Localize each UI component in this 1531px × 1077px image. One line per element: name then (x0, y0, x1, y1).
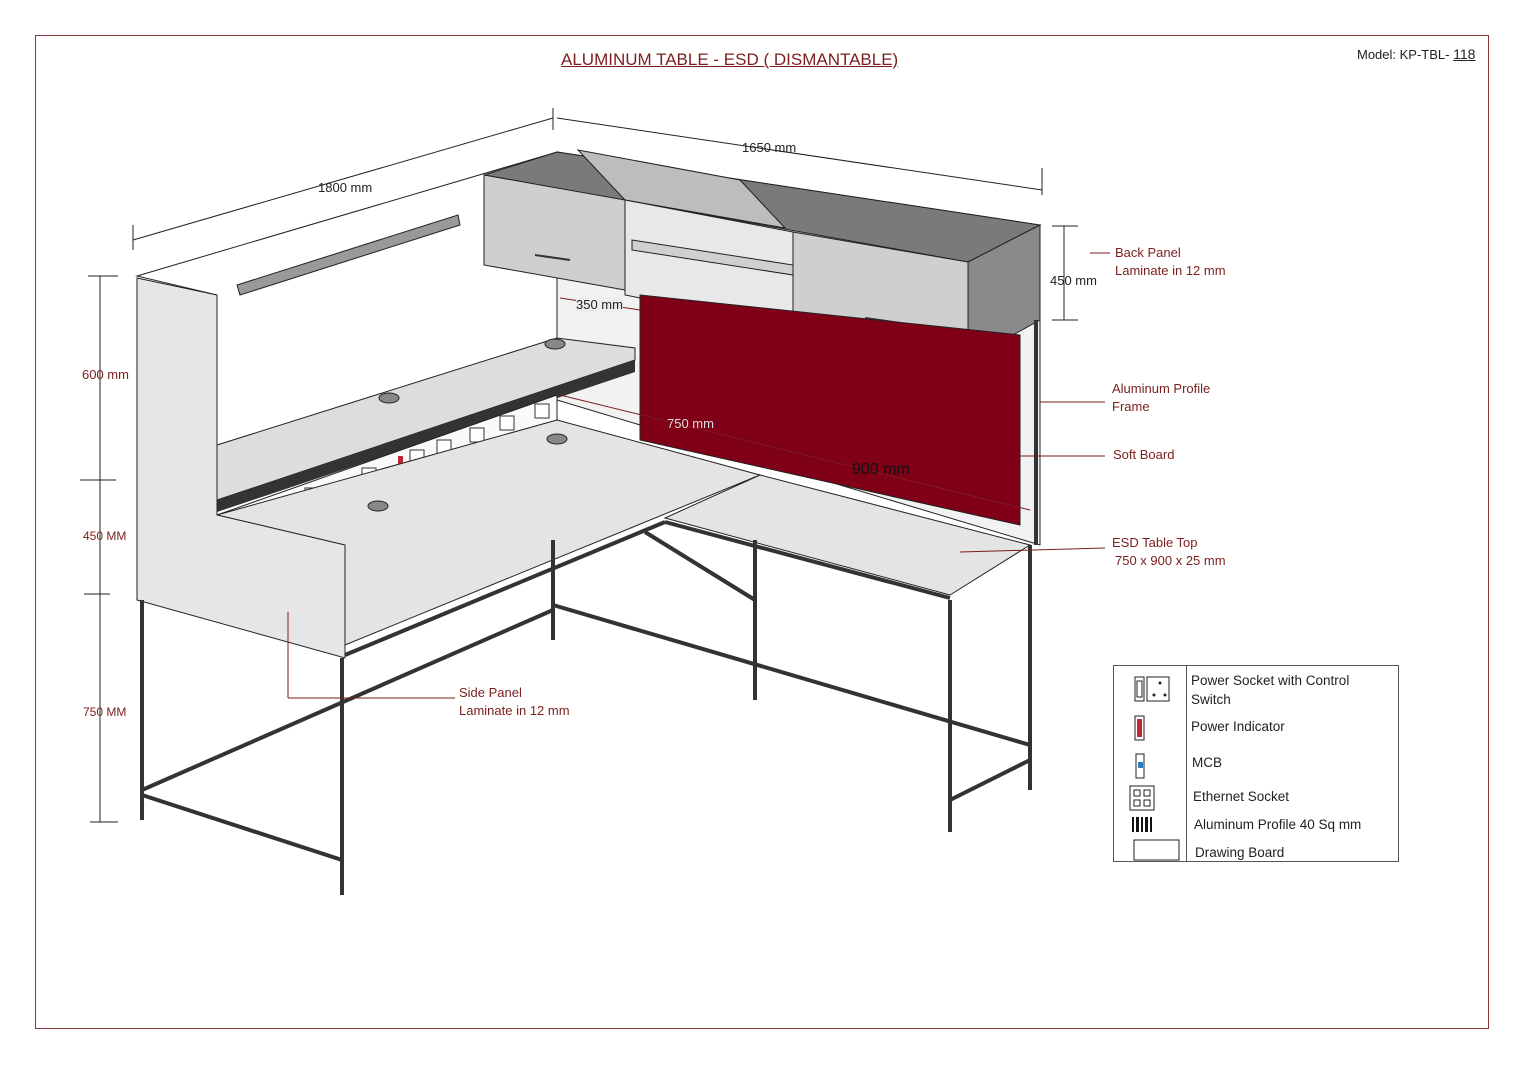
dim-1650: 1650 mm (742, 140, 797, 155)
dim-450-cabinet: 450 mm (1050, 273, 1097, 288)
legend-mcb: MCB (1192, 755, 1222, 770)
cabinet-side (967, 224, 1041, 361)
model-prefix: Model: KP-TBL- (1357, 47, 1454, 62)
legend-ethernet: Ethernet Socket (1193, 789, 1290, 804)
legend-aluminum-profile: Aluminum Profile 40 Sq mm (1194, 817, 1362, 832)
drawing-title: ALUMINUM TABLE - ESD ( DISMANTABLE) (561, 50, 899, 69)
legend-drawing-board: Drawing Board (1195, 845, 1285, 860)
legend-power-indicator: Power Indicator (1191, 719, 1285, 734)
dim-900: 900 mm (852, 461, 910, 478)
dim-750: 750 mm (667, 416, 714, 431)
side-panel (136, 277, 346, 659)
leader-lines (287, 252, 1110, 699)
dim-line-1800 (132, 117, 554, 241)
dim-600: 600 mm (82, 367, 129, 382)
soft-board (639, 294, 1021, 526)
sheet-border (35, 35, 1489, 1029)
dim-1800: 1800 mm (318, 180, 373, 195)
legend-icons (1129, 676, 1180, 861)
dim-750-left: 750 MM (83, 705, 127, 719)
power-indicator-icon (1134, 715, 1145, 741)
mcb-icon (1135, 753, 1145, 779)
power-socket-switch-icon (1134, 676, 1170, 702)
dim-350: 350 mm (576, 297, 623, 312)
light-strip (236, 214, 461, 296)
drawing-board-icon (1133, 839, 1180, 861)
socket-rail (217, 360, 635, 512)
model-number: Model: KP-TBL- 118 (1357, 46, 1475, 62)
ethernet-socket-icon (1129, 785, 1155, 811)
cabinet-slope (576, 149, 787, 229)
callout-soft-board: Soft Board (1113, 447, 1175, 462)
dim-line-1650 (556, 117, 1043, 191)
aluminum-profile-icon (1132, 817, 1152, 832)
model-id: 118 (1453, 46, 1476, 62)
dim-450-left: 450 MM (83, 529, 127, 543)
